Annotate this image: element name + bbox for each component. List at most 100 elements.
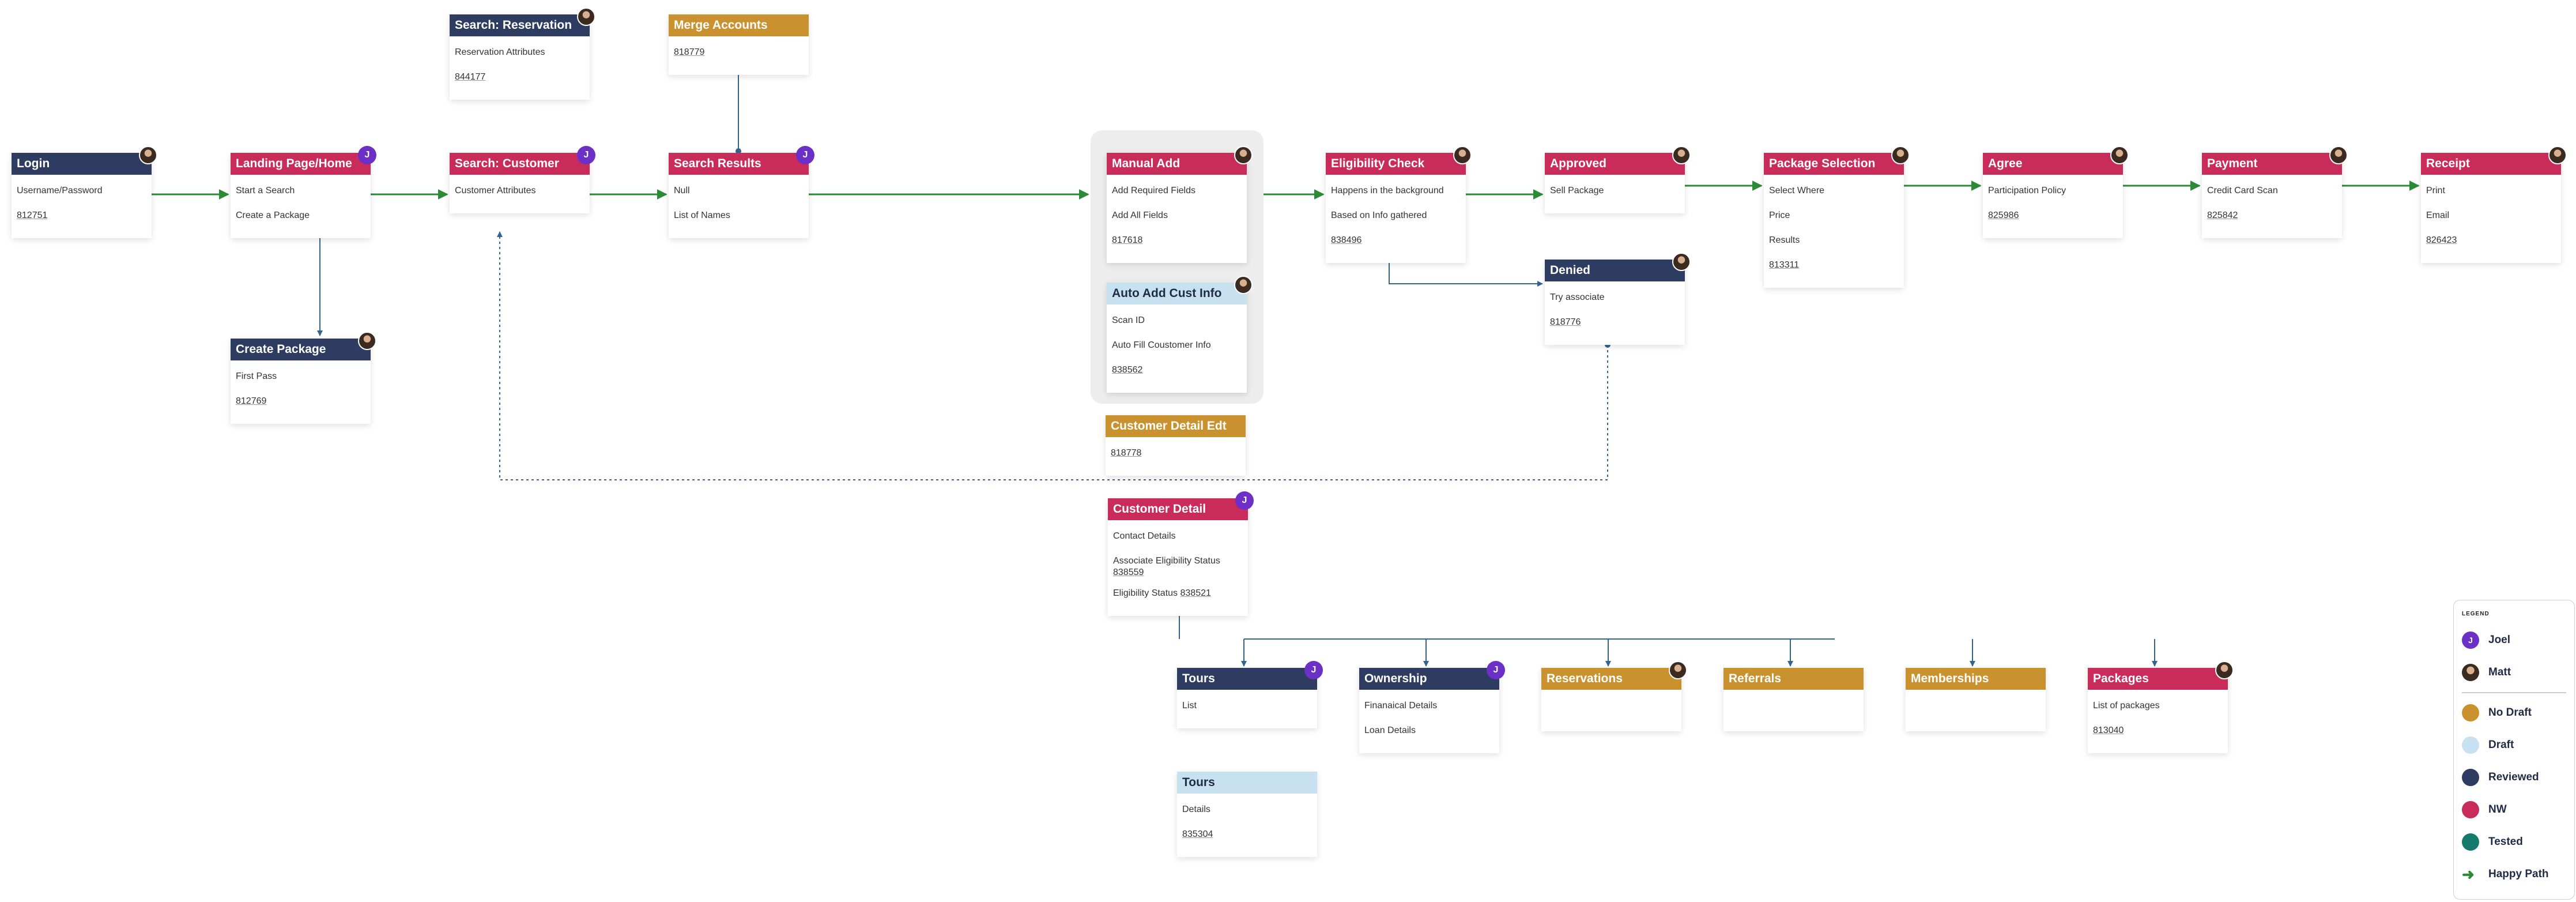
card-row: Start a Search xyxy=(236,186,295,196)
card-row: 812751 xyxy=(17,211,48,220)
tested-swatch-icon xyxy=(2462,833,2479,851)
card-title: Memberships xyxy=(1906,668,2046,690)
matt-avatar-icon xyxy=(2215,661,2234,679)
card-title: Auto Add Cust Info xyxy=(1107,283,1247,305)
legend-item-no-draft: No Draft xyxy=(2462,697,2566,729)
card-row: 825842 xyxy=(2207,211,2238,220)
matt-avatar-icon xyxy=(1672,146,1691,164)
card-row: 818779 xyxy=(674,47,705,57)
card-row: Loan Details xyxy=(1364,726,1416,735)
draft-swatch-icon xyxy=(2462,736,2479,754)
matt-avatar-icon xyxy=(1669,661,1687,679)
card-title: Package Selection xyxy=(1764,153,1904,175)
card-row: 835304 xyxy=(1182,829,1213,839)
legend-item-happy-path: ➜ Happy Path xyxy=(2462,858,2566,890)
card-body xyxy=(1723,690,1864,731)
joel-avatar-icon: J xyxy=(1304,661,1323,679)
card-row: Participation Policy xyxy=(1988,186,2066,196)
card-row: 813311 xyxy=(1769,260,1800,270)
card-row: List of Names xyxy=(674,211,730,220)
card-row: 817618 xyxy=(1112,235,1143,245)
card-body: List xyxy=(1177,690,1317,728)
card-reservations[interactable]: Reservations xyxy=(1541,661,1687,731)
nw-swatch-icon xyxy=(2462,801,2479,818)
card-body: 818778 xyxy=(1106,437,1246,476)
card-row: Based on Info gathered xyxy=(1331,211,1427,220)
card-body: Details 835304 xyxy=(1177,794,1317,857)
legend-item-draft: Draft xyxy=(2462,729,2566,761)
card-row: Price xyxy=(1769,211,1790,220)
card-title: Packages xyxy=(2088,668,2228,690)
card-title: Customer Detail Edt xyxy=(1106,415,1246,437)
card-row: Contact Details xyxy=(1113,531,1176,541)
card-row: 844177 xyxy=(455,72,486,82)
card-row: Null xyxy=(674,186,690,196)
card-merge-accounts[interactable]: Merge Accounts 818779 xyxy=(669,14,809,75)
joel-avatar-icon: J xyxy=(1487,661,1505,679)
matt-avatar-icon xyxy=(577,7,595,26)
card-row: Try associate xyxy=(1550,292,1605,302)
card-title: Payment xyxy=(2202,153,2342,175)
legend-label: Draft xyxy=(2488,739,2514,751)
card-row: 813040 xyxy=(2093,726,2124,735)
card-row: Details xyxy=(1182,805,1210,814)
card-title: Search: Reservation xyxy=(450,14,590,36)
legend-label: No Draft xyxy=(2488,706,2532,719)
card-title: Approved xyxy=(1545,153,1685,175)
card-row: Eligibility Status 838521 xyxy=(1113,588,1211,598)
card-title: Create Package xyxy=(231,339,371,360)
card-title: Manual Add xyxy=(1107,153,1247,175)
card-title: Search: Customer xyxy=(450,153,590,175)
matt-avatar-icon xyxy=(2329,146,2348,164)
card-memberships[interactable]: Memberships xyxy=(1906,668,2046,731)
joel-avatar-icon: J xyxy=(1235,491,1254,510)
no-draft-swatch-icon xyxy=(2462,704,2479,721)
legend-label: Tested xyxy=(2488,836,2523,848)
card-row: Credit Card Scan xyxy=(2207,186,2278,196)
card-title: Merge Accounts xyxy=(669,14,809,36)
card-title: Tours xyxy=(1177,668,1317,690)
legend-item-joel: J Joel xyxy=(2462,624,2566,656)
card-title: Customer Detail xyxy=(1108,498,1248,520)
card-referrals[interactable]: Referrals xyxy=(1723,668,1864,731)
legend-label: Reviewed xyxy=(2488,771,2539,783)
joel-avatar-icon: J xyxy=(796,146,814,164)
card-row: Scan ID xyxy=(1112,315,1145,325)
card-row: List of packages xyxy=(2093,701,2160,711)
happy-path-arrow-icon: ➜ xyxy=(2462,866,2475,883)
card-row: Email xyxy=(2426,211,2450,220)
card-title: Receipt xyxy=(2421,153,2561,175)
reviewed-swatch-icon xyxy=(2462,769,2479,786)
legend-label: Happy Path xyxy=(2488,868,2549,880)
card-body xyxy=(1906,690,2046,731)
card-title: Login xyxy=(12,153,152,175)
card-row: Reservation Attributes xyxy=(455,47,545,57)
card-row: 812769 xyxy=(236,396,267,406)
card-title: Reservations xyxy=(1541,668,1681,690)
card-row: Associate Eligibility Status 838559 xyxy=(1113,556,1220,577)
